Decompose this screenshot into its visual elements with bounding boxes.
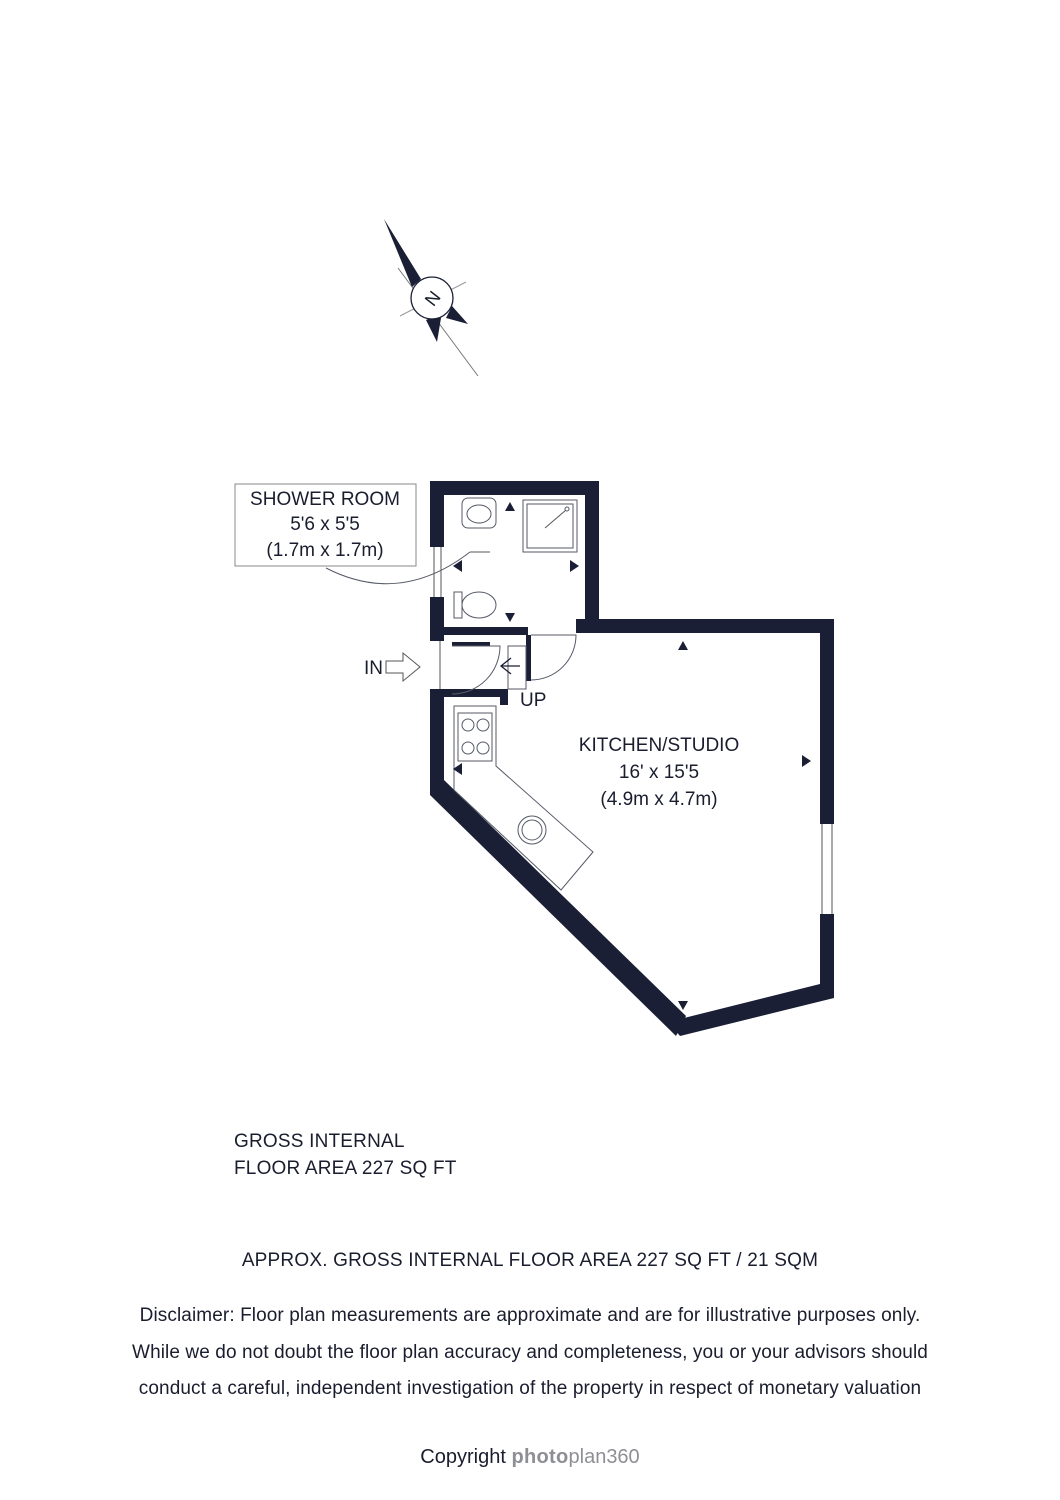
marker-studio-left [453, 763, 462, 775]
marker-shower-left [453, 560, 462, 572]
brand-logo: photoplan360 [511, 1446, 639, 1468]
disclaimer-line-3: conduct a careful, independent investiga… [138, 1378, 922, 1399]
wall-shower-bottom [430, 627, 528, 635]
entrance-arrow-icon [385, 651, 421, 683]
compass: N [384, 219, 479, 377]
shower-head-line [544, 509, 567, 529]
toilet-bowl [461, 591, 497, 619]
kitchen-fixtures [453, 705, 594, 891]
stair-box [507, 645, 527, 690]
toilet-cistern [453, 591, 463, 619]
wall-shower-left-upper [430, 481, 444, 547]
hob-ring-4 [476, 741, 490, 755]
studio-dims-imperial: 16' x 15'5 [619, 762, 699, 783]
hob-ring-1 [461, 718, 475, 732]
marker-shower-right [570, 560, 579, 572]
approx-floor-area: APPROX. GROSS INTERNAL FLOOR AREA 227 SQ… [241, 1250, 819, 1271]
shower-room-leader-line [325, 551, 471, 585]
marker-shower-top [505, 502, 515, 511]
wall-studio-top [576, 619, 834, 633]
shower-fixtures [453, 497, 578, 619]
wall-studio-right-upper [820, 619, 834, 824]
door-studio-swing [530, 634, 577, 681]
shower-room-dims-metric: (1.7m x 1.7m) [266, 540, 383, 561]
marker-studio-top [678, 641, 688, 650]
wall-studio-diagonal [430, 780, 686, 1036]
door-entrance-swing [451, 645, 501, 695]
basin-bowl [466, 504, 492, 524]
compass-north-needle [384, 219, 421, 287]
shower-tray-inner [526, 503, 574, 549]
wall-hall-divider [526, 635, 531, 681]
wall-shower-right [585, 481, 599, 633]
walls [430, 481, 834, 1036]
disclaimer: Disclaimer: Floor plan measurements are … [0, 1298, 1060, 1408]
stair-hall [499, 645, 527, 690]
gross-internal-area-note: GROSS INTERNAL FLOOR AREA 227 SQ FT [234, 1128, 457, 1182]
gross-internal-line-2: FLOOR AREA 227 SQ FT [234, 1158, 457, 1179]
wall-shower-top [430, 481, 599, 495]
marker-shower-bottom [505, 613, 515, 622]
wall-kitchen-left [430, 689, 444, 795]
stairs-label: UP [520, 690, 546, 711]
windows [433, 547, 833, 914]
doors [451, 551, 577, 695]
copyright-text: Copyright [420, 1446, 506, 1468]
gross-internal-line-1: GROSS INTERNAL [234, 1131, 405, 1152]
marker-studio-right [802, 755, 811, 767]
wall-studio-right-lower [820, 914, 834, 998]
shower-head [564, 506, 570, 512]
hob-ring-2 [476, 718, 490, 732]
copyright: Copyright photoplan360 [0, 1446, 1060, 1469]
wall-stair-partition-bottom [444, 689, 500, 697]
studio-dims-metric: (4.9m x 4.7m) [600, 789, 717, 810]
shower-room-label-box [234, 483, 417, 567]
entrance-label: IN [364, 658, 383, 679]
disclaimer-line-2: While we do not doubt the floor plan acc… [132, 1341, 928, 1363]
brand-logo-bold: photo [511, 1446, 569, 1468]
marker-studio-bottom [678, 1001, 688, 1010]
compass-east-needle [446, 306, 468, 324]
shower-room-name: SHOWER ROOM [250, 489, 400, 510]
wall-stair-partition-post [500, 689, 508, 705]
disclaimer-line-1: Disclaimer: Floor plan measurements are … [139, 1305, 921, 1326]
wall-hall-top [452, 642, 490, 646]
hob-ring-3 [461, 741, 475, 755]
brand-logo-light: plan360 [568, 1446, 640, 1468]
compass-circle [410, 276, 454, 320]
sink-bowl-inner [521, 819, 543, 841]
measurement-markers [453, 502, 811, 1010]
wall-studio-bottom [668, 984, 834, 1036]
studio-name: KITCHEN/STUDIO [579, 735, 739, 756]
shower-room-dims-imperial: 5'6 x 5'5 [290, 514, 360, 535]
